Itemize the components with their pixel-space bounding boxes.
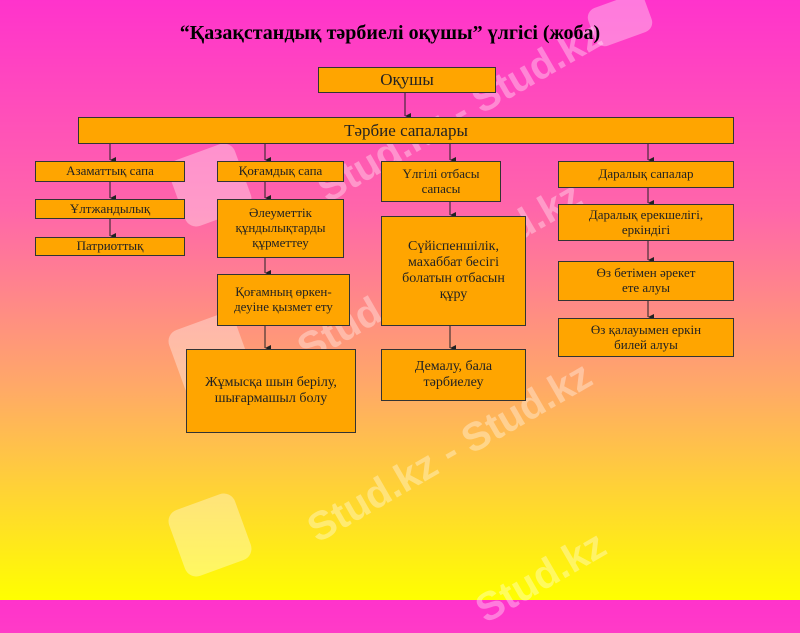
- node-level1: Тәрбие сапалары: [78, 117, 734, 144]
- node-civic-item: Ұлтжандылық: [35, 199, 185, 219]
- page-title: “Қазақстандық тәрбиелі оқушы” үлгісі (жо…: [179, 22, 601, 44]
- node-civic-header: Азаматтық сапа: [35, 161, 185, 182]
- node-social-item: Жұмысқа шын берілу, шығармашыл болу: [186, 349, 356, 433]
- node-civic-item: Патриоттық: [35, 237, 185, 256]
- node-social-header: Қоғамдық сапа: [217, 161, 344, 182]
- node-individual-header: Даралық сапалар: [558, 161, 734, 188]
- node-family-header: Үлгілі отбасы сапасы: [381, 161, 501, 202]
- node-root: Оқушы: [318, 67, 496, 93]
- node-individual-item: Даралық ерекшелігі, еркіндігі: [558, 204, 734, 241]
- node-family-item: Демалу, бала тәрбиелеу: [381, 349, 526, 401]
- node-social-item: Әлеуметтік құндылықтарды құрметтеу: [217, 199, 344, 258]
- node-individual-item: Өз бетімен әрекет ете алуы: [558, 261, 734, 301]
- node-family-item: Сүйіспеншілік, махаббат бесігі болатын о…: [381, 216, 526, 326]
- node-social-item: Қоғамның өркен-деуіне қызмет ету: [217, 274, 350, 326]
- watermark-logo-icon: [168, 493, 252, 577]
- node-individual-item: Өз қалауымен еркін билей алуы: [558, 318, 734, 357]
- watermark-text: Stud.kz: [468, 522, 614, 632]
